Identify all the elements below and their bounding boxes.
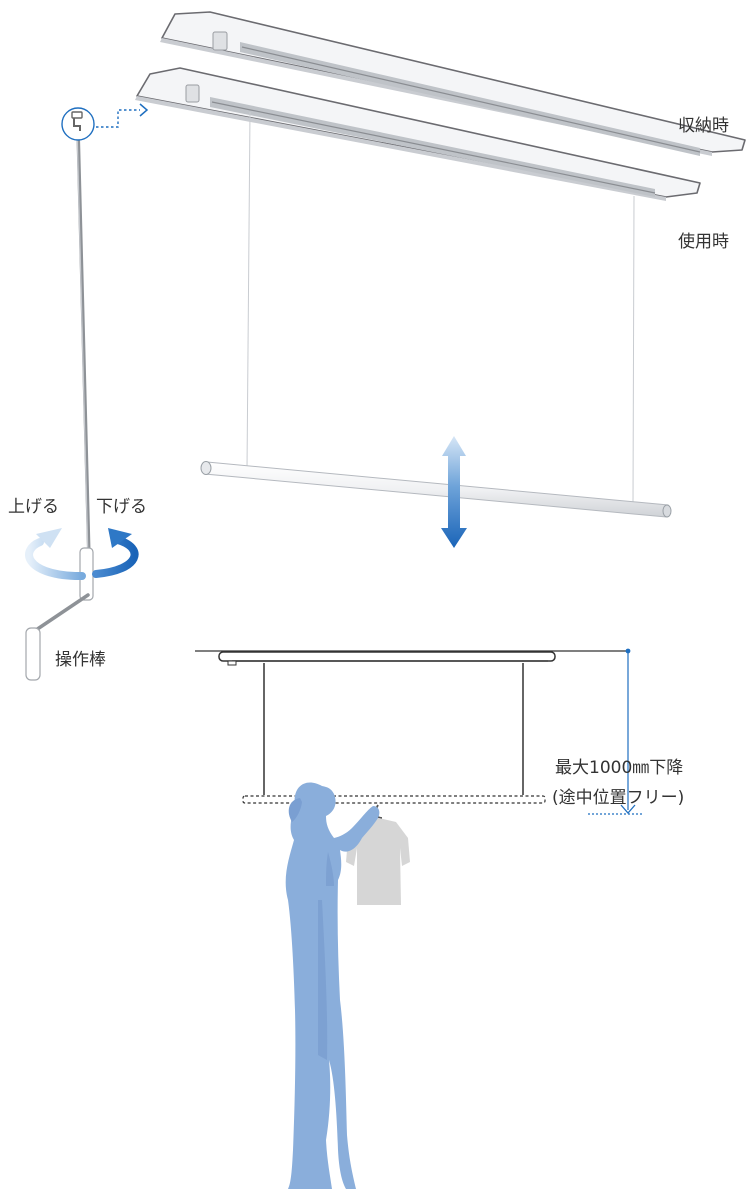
operating-rod — [25, 126, 94, 681]
label-stored-position: 収納時 — [678, 116, 729, 136]
up-down-arrow-icon — [441, 436, 467, 548]
label-raise: 上げる — [8, 497, 59, 517]
ceiling-unit-in-use — [135, 67, 701, 201]
label-operating-rod: 操作棒 — [55, 650, 106, 670]
rotation-arrow-icon — [25, 528, 139, 580]
hanging-wire — [246, 111, 251, 471]
ceiling-unit-stored — [160, 11, 746, 156]
label-lower: 下げる — [96, 497, 147, 517]
person-silhouette — [285, 782, 380, 1189]
label-max-drop: 最大1000㎜下降 — [555, 758, 684, 778]
label-max-drop-note: (途中位置フリー) — [552, 788, 685, 808]
hanging-wire — [632, 195, 635, 506]
hook-detail-callout — [61, 103, 149, 141]
garment-shirt — [346, 804, 410, 905]
label-in-use-position: 使用時 — [678, 232, 729, 252]
drying-pole — [200, 461, 672, 518]
